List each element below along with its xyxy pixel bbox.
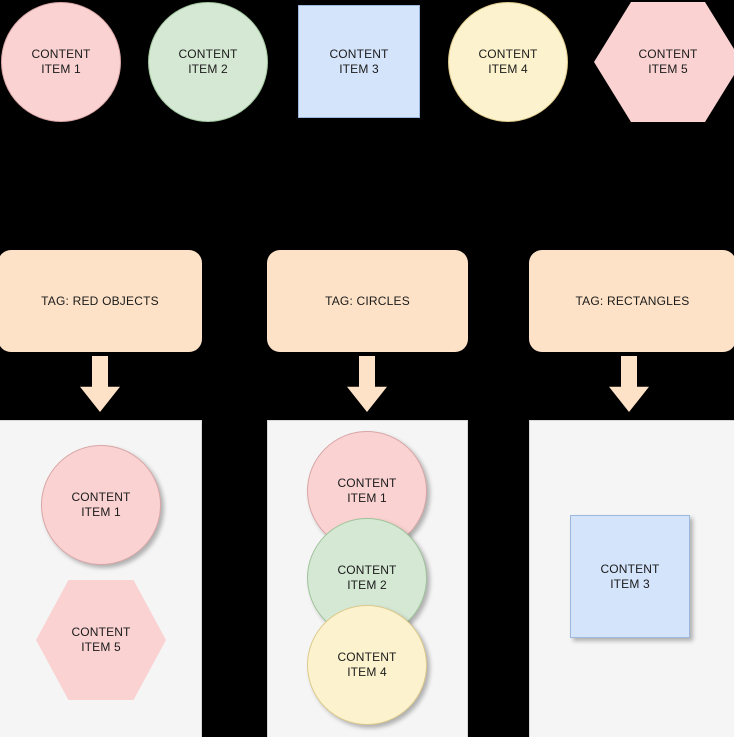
shape-b2-item-4[interactable]: CONTENT ITEM 4 [307, 605, 427, 725]
shape-label: CONTENT ITEM 5 [71, 625, 131, 654]
shape-label: CONTENT ITEM 1 [337, 476, 397, 505]
tag-label: TAG: RECTANGLES [575, 294, 690, 308]
shape-label: CONTENT ITEM 4 [337, 650, 397, 679]
tag-red[interactable]: TAG: RED OBJECTS [0, 250, 202, 352]
shape-label: CONTENT ITEM 2 [178, 47, 238, 76]
shape-item-4[interactable]: CONTENT ITEM 4 [448, 2, 568, 122]
shape-item-3[interactable]: CONTENT ITEM 3 [298, 5, 420, 118]
arrow-down-icon-arrow-rectangles [609, 356, 649, 412]
shape-item-1[interactable]: CONTENT ITEM 1 [1, 2, 121, 122]
shape-b3-item-3[interactable]: CONTENT ITEM 3 [570, 515, 690, 638]
shape-label: CONTENT ITEM 4 [478, 47, 538, 76]
shape-b1-item-1[interactable]: CONTENT ITEM 1 [41, 445, 161, 565]
shape-label: CONTENT ITEM 1 [31, 47, 91, 76]
shape-item-2[interactable]: CONTENT ITEM 2 [148, 2, 268, 122]
shape-label: CONTENT ITEM 3 [600, 561, 660, 591]
shape-label: CONTENT ITEM 5 [638, 47, 698, 76]
arrow-down-icon-arrow-red [80, 356, 120, 412]
shape-label: CONTENT ITEM 1 [71, 490, 131, 519]
tag-circles[interactable]: TAG: CIRCLES [267, 250, 468, 352]
shape-item-5[interactable]: CONTENT ITEM 5 [594, 2, 734, 122]
tag-rectangles[interactable]: TAG: RECTANGLES [529, 250, 734, 352]
tag-label: TAG: CIRCLES [325, 294, 410, 308]
arrow-down-icon-arrow-circles [347, 356, 387, 412]
shape-label: CONTENT ITEM 3 [329, 46, 389, 76]
shape-label: CONTENT ITEM 2 [337, 563, 397, 592]
tag-label: TAG: RED OBJECTS [41, 294, 159, 308]
